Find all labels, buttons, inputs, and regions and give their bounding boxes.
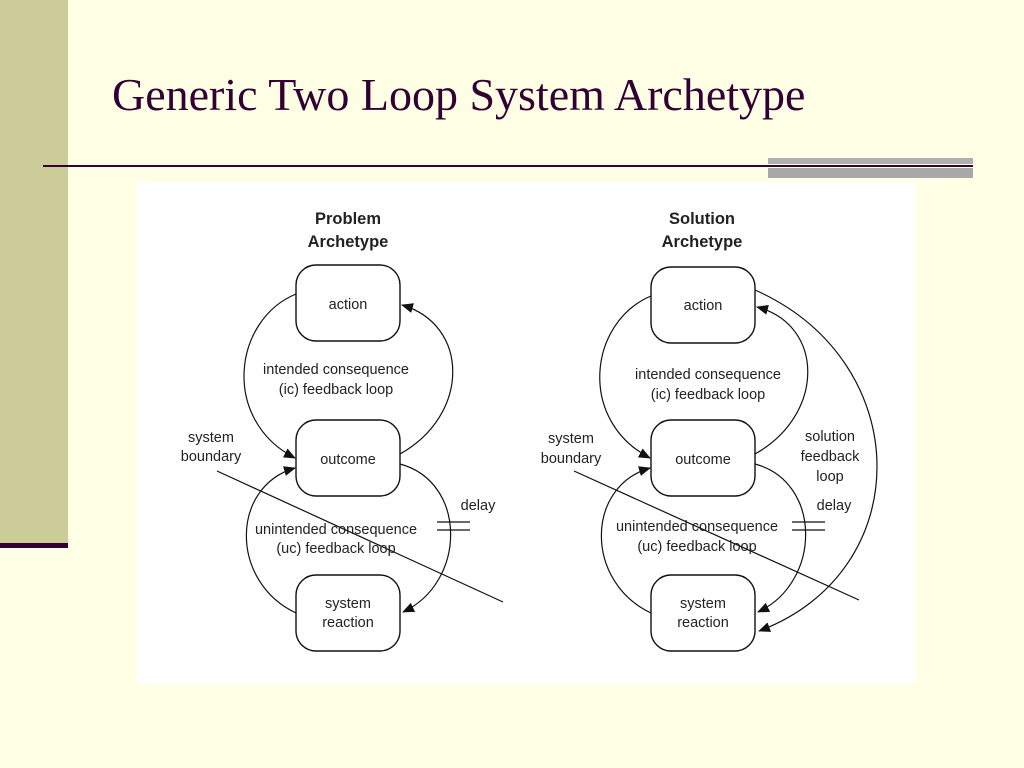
solution-outcome-label: outcome: [675, 452, 731, 468]
solution-ic-arrow-right: [754, 304, 809, 455]
problem-archetype: Problem Archetype action outcome system …: [181, 210, 504, 652]
slide-title: Generic Two Loop System Archetype: [112, 69, 806, 120]
problem-outcome-node: [295, 419, 401, 497]
problem-boundary-label-line2: boundary: [181, 449, 242, 465]
diagram-panel: Problem Archetype action outcome system …: [137, 182, 915, 684]
solution-loop-label-line1: solution: [805, 429, 855, 445]
problem-uc-arrow-right: [399, 463, 452, 613]
problem-ic-arrow-right: [399, 303, 454, 455]
problem-boundary-label-line1: system: [188, 430, 234, 446]
problem-header-line1: Problem: [315, 210, 381, 228]
solution-uc-label-line2: (uc) feedback loop: [637, 539, 756, 555]
title-accent: [768, 158, 973, 178]
solution-uc-label-line1: unintended consequence: [616, 519, 778, 535]
archetype-diagram: Problem Archetype action outcome system …: [181, 210, 878, 652]
problem-ic-arrow-left: [243, 293, 297, 459]
solution-header-line1: Solution: [669, 210, 735, 228]
solution-action-node: [650, 266, 756, 344]
side-band-line: [0, 543, 68, 548]
problem-header-line2: Archetype: [308, 233, 389, 251]
solution-uc-arrow-right: [754, 463, 807, 613]
solution-reaction-node: [650, 574, 756, 652]
solution-header-line2: Archetype: [662, 233, 743, 251]
solution-reaction-label-line1: system: [680, 596, 726, 612]
solution-outcome-node: [650, 419, 756, 497]
solution-boundary-label-line1: system: [548, 431, 594, 447]
solution-loop-label-line2: feedback: [801, 449, 861, 465]
solution-loop-arrow: [754, 289, 878, 632]
solution-archetype: Solution Archetype action outcome system…: [541, 210, 878, 652]
problem-uc-label-line2: (uc) feedback loop: [276, 541, 395, 557]
problem-reaction-label-line2: reaction: [322, 615, 374, 631]
solution-ic-label-line2: (ic) feedback loop: [651, 387, 765, 403]
problem-uc-arrow-left: [245, 466, 297, 614]
title-rule: [43, 165, 973, 167]
solution-boundary-label-line2: boundary: [541, 451, 602, 467]
problem-action-label: action: [329, 297, 368, 313]
problem-reaction-node: [295, 574, 401, 652]
problem-uc-label-line1: unintended consequence: [255, 522, 417, 538]
solution-boundary-line: [573, 470, 860, 601]
problem-delay-label: delay: [461, 498, 496, 514]
problem-boundary-line: [216, 470, 504, 603]
solution-ic-arrow-left: [599, 295, 652, 459]
problem-outcome-label: outcome: [320, 452, 376, 468]
side-band: [0, 0, 68, 546]
problem-reaction-label-line1: system: [325, 596, 371, 612]
solution-reaction-label-line2: reaction: [677, 615, 729, 631]
solution-delay-label: delay: [817, 498, 852, 514]
solution-uc-arrow-left: [600, 466, 652, 614]
solution-ic-label-line1: intended consequence: [635, 367, 781, 383]
solution-action-label: action: [684, 298, 723, 314]
problem-ic-label-line1: intended consequence: [263, 362, 409, 378]
problem-ic-label-line2: (ic) feedback loop: [279, 382, 393, 398]
problem-action-node: [295, 264, 401, 342]
solution-loop-label-line3: loop: [816, 469, 843, 485]
